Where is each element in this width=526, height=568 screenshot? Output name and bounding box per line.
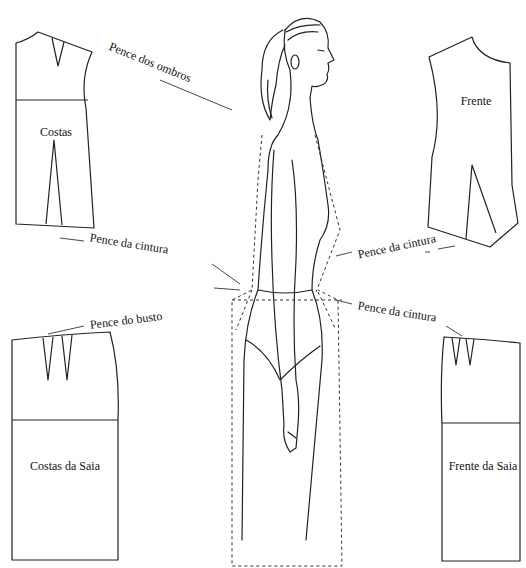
piece-name: Frente da Saia xyxy=(448,460,518,474)
pattern-piece: Costas da Saia xyxy=(10,330,120,562)
pattern-piece: Frente xyxy=(424,35,522,250)
dart-label: Pence da cintura xyxy=(355,231,439,262)
pattern-outline xyxy=(440,335,522,563)
piece-name: Costas da Saia xyxy=(30,460,100,474)
dart-label: Pence da cintura xyxy=(87,230,171,257)
dart-label: Pence do busto xyxy=(87,309,165,332)
piece-name: Costas xyxy=(26,126,86,140)
dart-label: Pence dos ombros xyxy=(105,39,195,86)
pattern-piece: Costas xyxy=(14,28,96,233)
piece-name: Frente xyxy=(446,95,506,109)
dart-label: Pence da cintura xyxy=(355,298,439,325)
pattern-outline xyxy=(10,330,120,562)
pattern-piece: Frente da Saia xyxy=(440,335,522,563)
pattern-outline xyxy=(424,35,522,250)
